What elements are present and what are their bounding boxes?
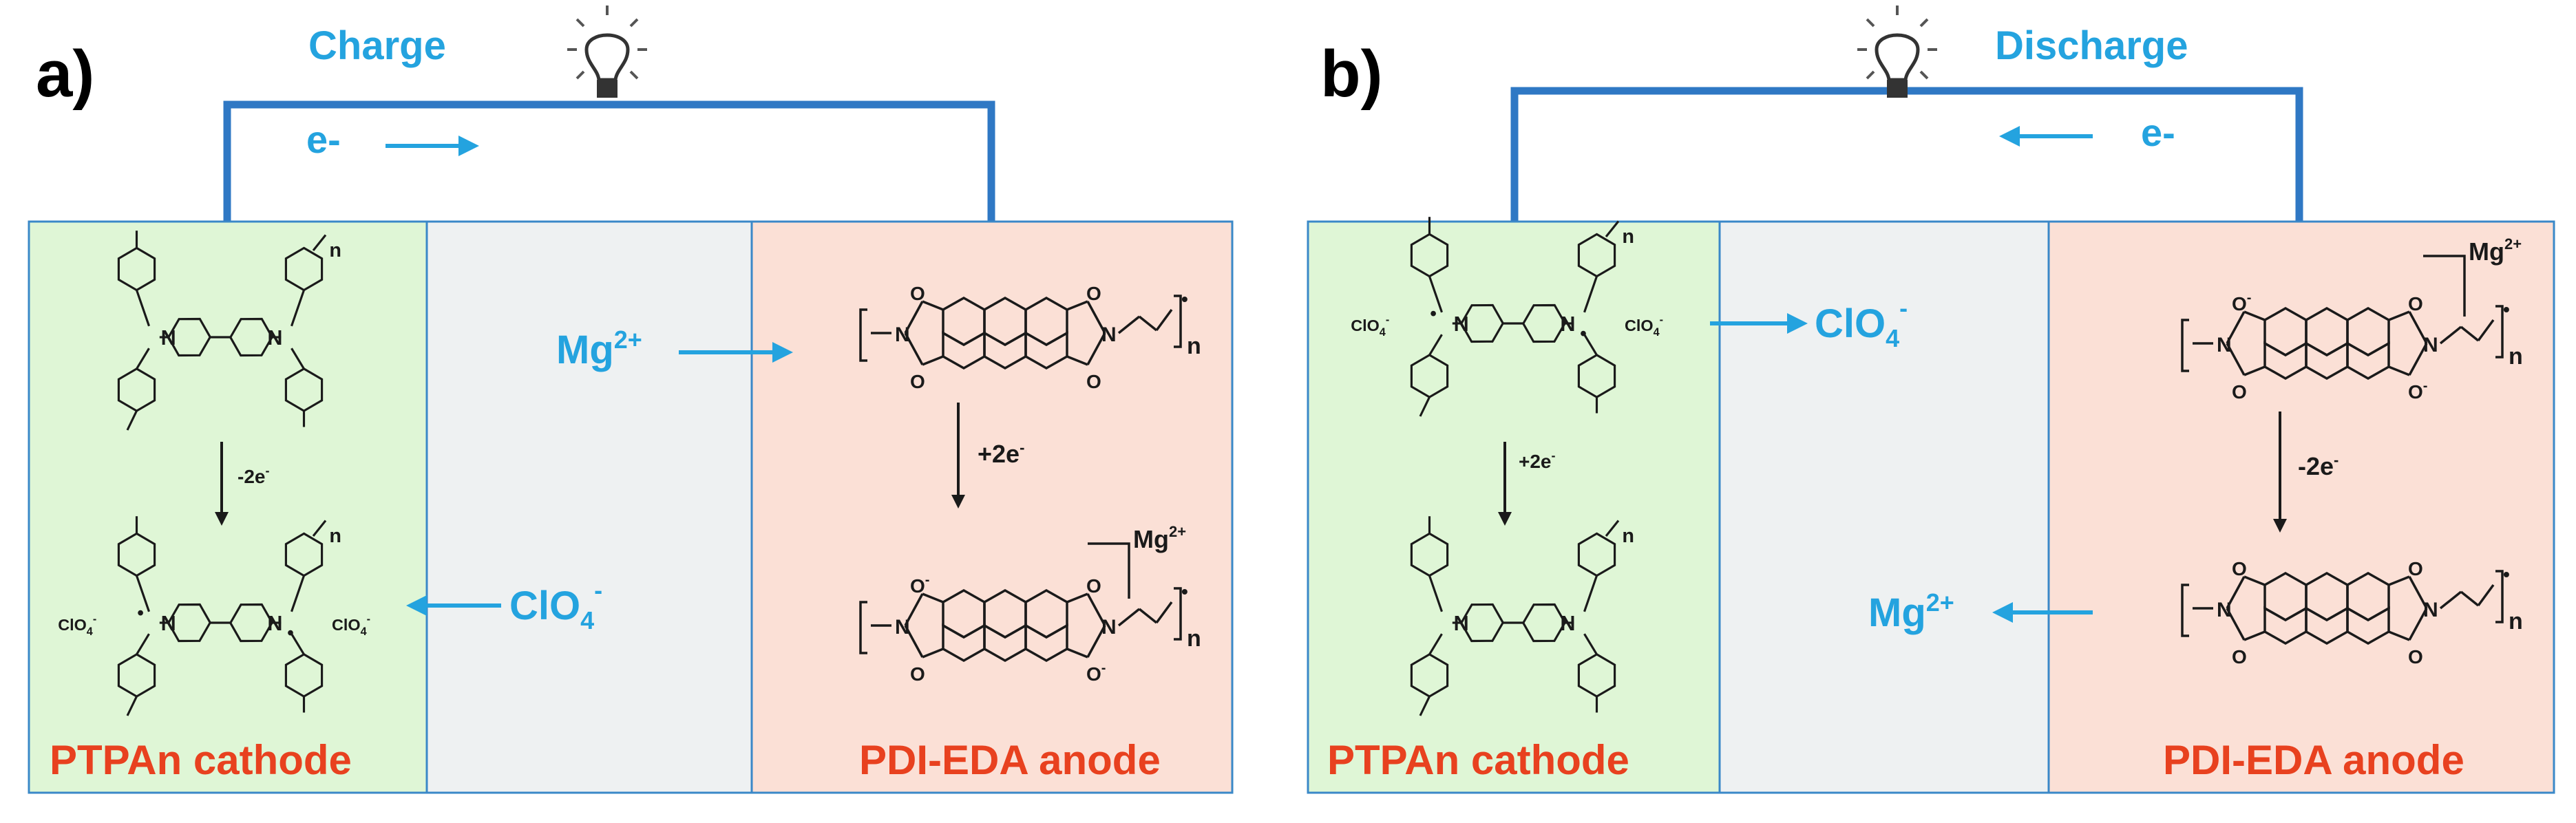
panel-b-pdi-reduced: N N O- O O O- n • <box>2181 290 2523 403</box>
svg-text:•: • <box>1181 288 1188 310</box>
panel-b-letter: b) <box>1320 37 1383 111</box>
svg-text:O-: O- <box>910 573 929 597</box>
panel-a-cathode-step-label: -2e- <box>237 464 269 487</box>
panel-b-title: Discharge <box>1995 23 2188 68</box>
svg-text:O: O <box>1086 575 1101 597</box>
svg-text:n: n <box>2509 608 2523 634</box>
panel-a-anode-region <box>750 220 1234 794</box>
svg-text:•: • <box>287 622 293 643</box>
svg-text:n: n <box>2509 343 2523 370</box>
svg-text:O-: O- <box>2408 378 2427 403</box>
panel-a-ptpan-oxidized: N N n • • ClO4- ClO4- <box>58 515 370 717</box>
panel-b-anode-label: PDI-EDA anode <box>2163 737 2464 783</box>
panel-a-clo4-label: ClO4- <box>509 576 602 634</box>
svg-text:O-: O- <box>1086 661 1106 685</box>
svg-text:N: N <box>161 326 176 350</box>
panel-a-cathode-region <box>28 220 428 794</box>
svg-text:N: N <box>161 612 176 635</box>
svg-text:O: O <box>2232 646 2247 667</box>
svg-text:N: N <box>1101 323 1117 346</box>
panel-a-ptpan-neutral: N N n <box>117 229 341 431</box>
panel-b-clo4-label: ClO4- <box>1815 294 1908 352</box>
svg-text:N: N <box>895 616 910 639</box>
svg-text:O: O <box>1086 371 1101 392</box>
svg-text:N: N <box>1101 616 1117 639</box>
svg-text:•: • <box>1580 323 1586 343</box>
panel-a-pdi-neutral: N N O O O O n • <box>859 283 1201 392</box>
panel-b-circuit-wire <box>1510 87 2303 222</box>
svg-text:n: n <box>1187 333 1201 359</box>
svg-text:ClO4-: ClO4- <box>1351 314 1389 339</box>
panel-a-anode-step-label: +2e- <box>978 439 1024 468</box>
svg-text:O: O <box>910 371 925 392</box>
svg-text:n: n <box>1187 626 1201 652</box>
panel-b-cathode-step-label: +2e- <box>1519 449 1556 472</box>
svg-text:N: N <box>1454 312 1469 336</box>
svg-text:N: N <box>267 612 282 635</box>
panel-a-separator-region <box>425 220 753 794</box>
svg-text:O: O <box>2408 293 2423 314</box>
panel-b-ptpan-oxidized: N N n • • ClO4- ClO4- <box>1351 215 1663 418</box>
svg-text:O-: O- <box>2232 290 2251 314</box>
svg-text:O: O <box>2232 558 2247 579</box>
panel-a-mg-label: Mg2+ <box>556 325 642 372</box>
panel-a: a) Charge e- N N n -2e- N N n • • ClO4- <box>28 6 1234 794</box>
panel-b-mg-label: Mg2+ <box>1868 588 1954 635</box>
svg-text:N: N <box>2217 599 2232 621</box>
svg-text:O: O <box>2408 646 2423 667</box>
svg-text:N: N <box>267 326 282 350</box>
svg-text:•: • <box>2503 299 2510 320</box>
panel-a-mg-complex-label: Mg2+ <box>1133 523 1186 553</box>
svg-text:N: N <box>895 323 910 346</box>
svg-text:•: • <box>1430 303 1436 324</box>
svg-text:•: • <box>137 603 143 623</box>
panel-a-circuit-wire <box>223 100 995 222</box>
svg-text:ClO4-: ClO4- <box>332 613 370 638</box>
svg-text:N: N <box>2217 334 2232 356</box>
panel-b-cathode-label: PTPAn cathode <box>1327 737 1629 783</box>
svg-text:N: N <box>1560 312 1575 336</box>
svg-text:O: O <box>2408 558 2423 579</box>
panel-b-separator-region <box>1718 220 2050 794</box>
panel-a-letter: a) <box>36 37 94 111</box>
panel-a-anode-label: PDI-EDA anode <box>859 737 1161 783</box>
panel-b-pdi-neutral: N N O O O O n • <box>2181 558 2523 667</box>
light-bulb-icon <box>1857 6 1937 96</box>
svg-text:ClO4-: ClO4- <box>1625 314 1663 339</box>
panel-a-title: Charge <box>308 23 446 68</box>
panel-b: b) Discharge e- N N n • • ClO4- ClO4- Cl… <box>1307 6 2555 794</box>
svg-text:ClO4-: ClO4- <box>58 613 96 638</box>
panel-b-mg-complex-label: Mg2+ <box>2469 235 2522 266</box>
svg-text:N: N <box>1454 612 1469 635</box>
panel-a-cathode-label: PTPAn cathode <box>50 737 352 783</box>
svg-text:n: n <box>329 239 341 261</box>
panel-a-mg-complex-bracket <box>1088 542 1130 599</box>
panel-b-cathode-region <box>1307 220 1721 794</box>
panel-a-electron-label: e- <box>306 118 341 161</box>
panel-a-pdi-reduced: N N O- O O O- n • <box>859 573 1201 685</box>
svg-text:N: N <box>1560 612 1575 635</box>
svg-text:•: • <box>1181 581 1188 602</box>
light-bulb-icon <box>567 6 647 96</box>
svg-text:O: O <box>1086 283 1101 304</box>
svg-text:O: O <box>2232 381 2247 403</box>
panel-b-mg-complex-bracket <box>2423 255 2466 317</box>
svg-text:O: O <box>910 283 925 304</box>
svg-text:N: N <box>2423 334 2438 356</box>
panel-b-anode-step-label: -2e- <box>2298 451 2339 480</box>
svg-text:N: N <box>2423 599 2438 621</box>
svg-text:O: O <box>910 663 925 685</box>
svg-text:n: n <box>329 525 341 547</box>
panel-b-ptpan-neutral: N N n <box>1410 515 1634 717</box>
svg-text:n: n <box>1622 226 1634 248</box>
panel-b-anode-region <box>2047 220 2555 794</box>
svg-text:n: n <box>1622 525 1634 547</box>
panel-b-electron-label: e- <box>2141 111 2175 154</box>
svg-text:•: • <box>2503 564 2510 585</box>
